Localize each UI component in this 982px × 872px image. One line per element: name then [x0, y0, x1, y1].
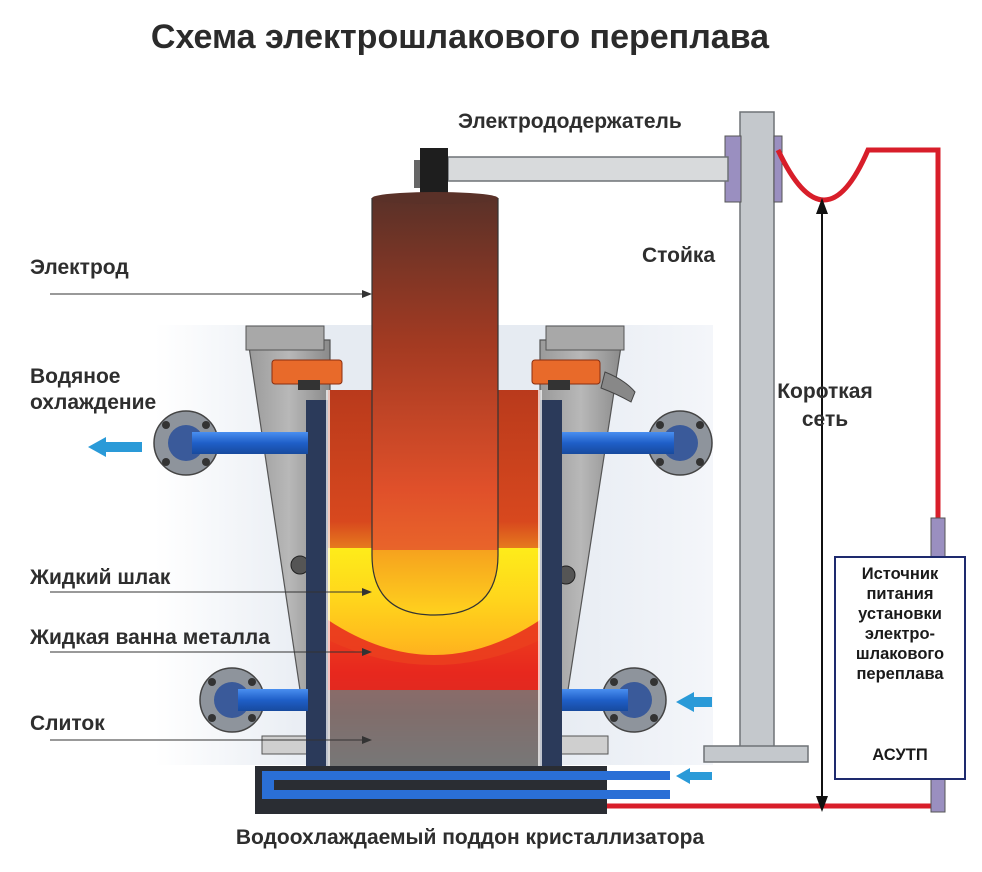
water-outlet-arrow [88, 437, 142, 457]
label-ingot: Слиток [30, 712, 105, 735]
power-source-box: Источник питания установки электро- шлак… [834, 556, 966, 780]
cable-connector-bottom [930, 777, 946, 813]
label-bottom-plate: Водоохлаждаемый поддон кристаллизатора [235, 826, 705, 849]
water-pipe-upper-left [153, 410, 308, 476]
label-electrode: Электрод [30, 256, 129, 279]
label-electrode-holder: Электрододержатель [458, 110, 682, 133]
label-stand: Стойка [642, 244, 716, 267]
water-inlet-arrow-plate [676, 768, 712, 784]
leader-arrowheads [362, 290, 372, 744]
label-liquid-metal-bath: Жидкая ванна металла [30, 626, 270, 649]
water-inlet-arrow-mold [676, 692, 712, 712]
label-liquid-slag: Жидкий шлак [30, 566, 171, 589]
power-source-name: Источник питания установки электро- шлак… [855, 565, 945, 683]
bottom-plate [255, 766, 670, 814]
power-source-control: АСУТП [872, 746, 928, 764]
water-pipe-lower-left [199, 667, 308, 733]
label-water-cooling: Водяное охлаждение [30, 365, 157, 414]
short-network-dimension [816, 198, 828, 812]
leader-lines [50, 293, 366, 741]
stand-column [703, 111, 809, 763]
cable-connector-top [930, 517, 946, 559]
diagram-title: Схема электрошлакового переплава [150, 18, 770, 56]
water-pipe-upper-right [562, 410, 713, 476]
water-pipe-lower-right [562, 667, 667, 733]
electrode [371, 192, 499, 616]
label-short-network: Короткая сеть [777, 380, 873, 431]
